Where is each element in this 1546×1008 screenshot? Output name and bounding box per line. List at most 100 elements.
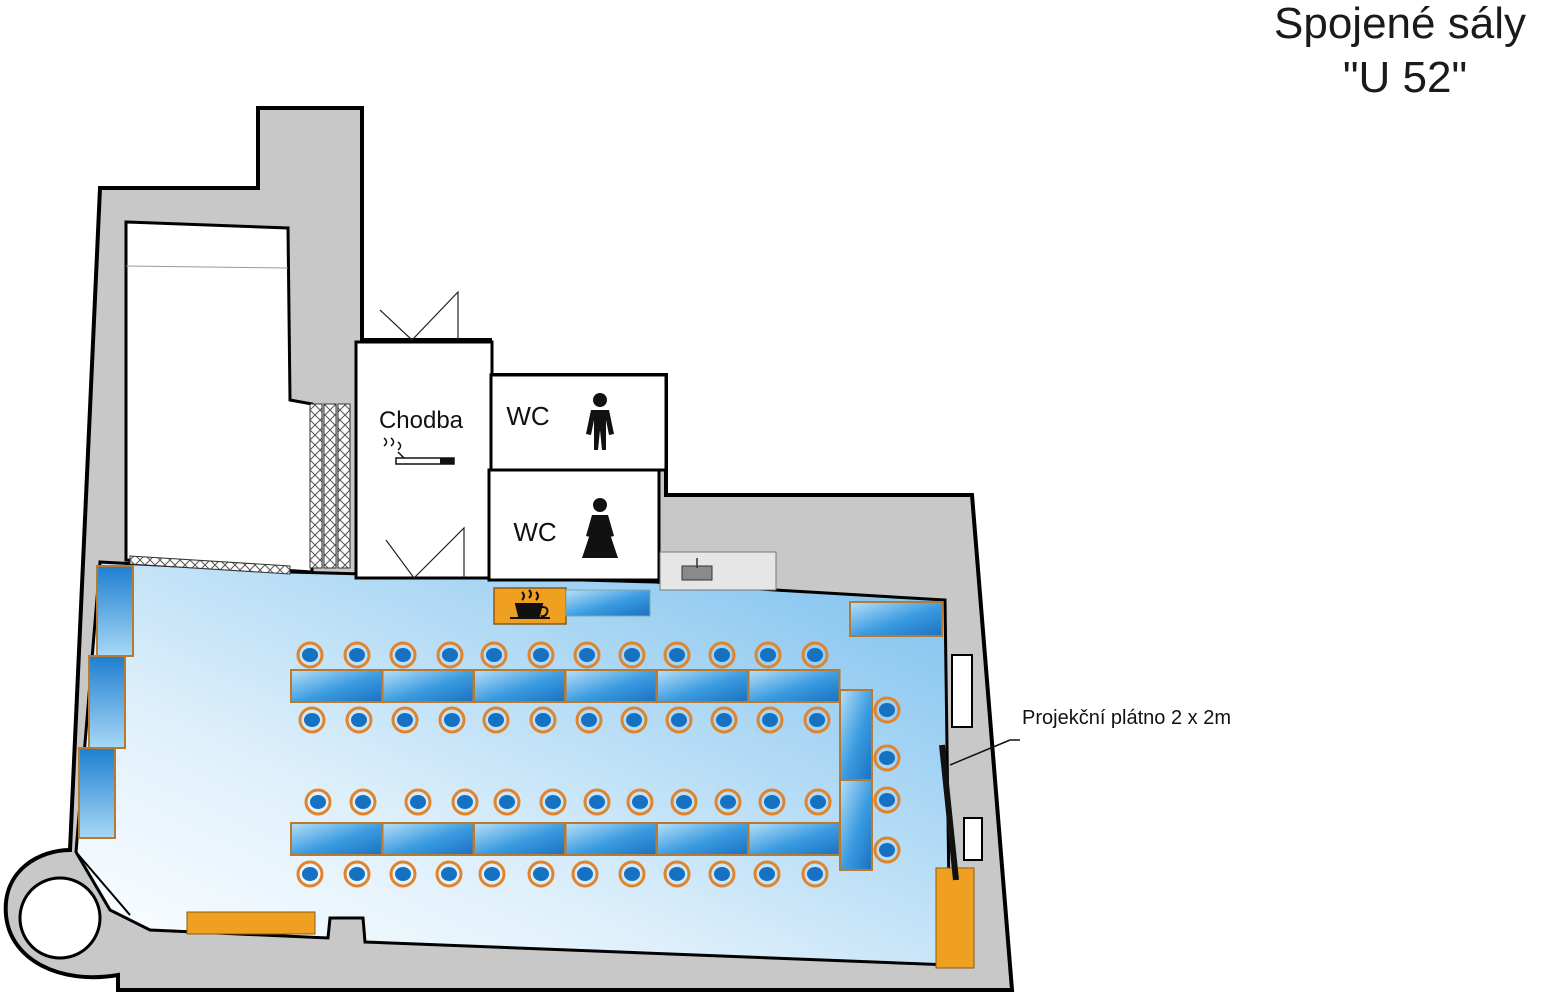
woman-icon — [582, 498, 618, 558]
chair — [389, 641, 417, 669]
bottom-door-swing — [385, 526, 465, 579]
window-right-2 — [963, 817, 983, 861]
wc-men-label: WC — [506, 401, 549, 431]
chair — [665, 706, 693, 734]
chair — [618, 641, 646, 669]
chair — [343, 860, 371, 888]
table-upper-row — [564, 669, 658, 703]
table-lower-row — [656, 822, 749, 856]
screen-label: Projekční plátno 2 x 2m — [1022, 707, 1231, 729]
table-upper-row — [473, 669, 566, 703]
chair — [873, 744, 901, 772]
truss-column-1 — [309, 403, 323, 569]
hall-divider-line — [125, 265, 289, 269]
table-upper-row — [290, 669, 383, 703]
chair — [573, 641, 601, 669]
chair — [571, 860, 599, 888]
chair — [527, 641, 555, 669]
side-table-right — [849, 601, 943, 637]
wc-women-label: WC — [513, 517, 556, 547]
title-line-2: "U 52" — [1343, 53, 1467, 102]
chair — [873, 696, 901, 724]
upper-hall — [124, 220, 314, 574]
chair — [304, 788, 332, 816]
chair — [873, 836, 901, 864]
table-upper-row — [747, 669, 841, 703]
title-line-1: Spojené sály — [1274, 0, 1526, 48]
smoking-icon — [383, 437, 455, 465]
chair — [714, 788, 742, 816]
chair — [583, 788, 611, 816]
serving-table — [565, 589, 651, 617]
chair — [620, 706, 648, 734]
chair — [758, 788, 786, 816]
truss-column-2 — [323, 403, 337, 569]
table-right-column — [839, 689, 873, 781]
screen-leader-line — [949, 739, 1011, 766]
chair — [404, 788, 432, 816]
chair — [482, 706, 510, 734]
chair — [478, 860, 506, 888]
chair — [349, 788, 377, 816]
chair — [663, 641, 691, 669]
bench-bottom — [186, 911, 316, 935]
conference-seating — [290, 641, 901, 888]
side-table-left-1 — [96, 565, 134, 657]
tower-door-line — [75, 851, 131, 916]
chair — [436, 641, 464, 669]
chair — [435, 860, 463, 888]
chair — [670, 788, 698, 816]
side-table-left-2 — [88, 655, 126, 749]
chair — [801, 641, 829, 669]
table-lower-row — [473, 822, 566, 856]
chair — [493, 788, 521, 816]
chair — [756, 706, 784, 734]
chair — [708, 641, 736, 669]
corridor-label: Chodba — [379, 407, 464, 434]
chair — [438, 706, 466, 734]
truss-column-3 — [337, 403, 351, 569]
chair — [451, 788, 479, 816]
chair — [708, 860, 736, 888]
chair — [527, 860, 555, 888]
chair — [710, 706, 738, 734]
side-table-left-3 — [78, 747, 116, 839]
bar-counter-area — [659, 551, 777, 591]
chair — [663, 860, 691, 888]
coffee-cup-icon — [510, 589, 550, 619]
projection-screen — [939, 744, 959, 881]
table-lower-row — [747, 822, 841, 856]
table-lower-row — [381, 822, 475, 856]
chair — [753, 860, 781, 888]
chair — [801, 860, 829, 888]
chair — [803, 706, 831, 734]
chair — [345, 706, 373, 734]
table-upper-row — [656, 669, 749, 703]
table-right-column — [839, 779, 873, 871]
chair — [480, 641, 508, 669]
chair — [389, 860, 417, 888]
chair — [343, 641, 371, 669]
table-lower-row — [564, 822, 658, 856]
chair — [529, 706, 557, 734]
man-icon — [586, 393, 614, 450]
bench-corner — [935, 867, 975, 969]
chair — [575, 706, 603, 734]
chair — [626, 788, 654, 816]
sink-unit — [681, 565, 713, 581]
chair — [754, 641, 782, 669]
chair — [539, 788, 567, 816]
chair — [296, 641, 324, 669]
window-right-1 — [951, 654, 973, 728]
wc-women-room — [487, 468, 661, 582]
top-door-swing — [379, 290, 459, 341]
chair — [873, 786, 901, 814]
round-tower-room — [18, 876, 102, 960]
table-lower-row — [290, 822, 383, 856]
table-upper-row — [381, 669, 475, 703]
chair — [296, 860, 324, 888]
chair — [298, 706, 326, 734]
chair — [804, 788, 832, 816]
truss-beam — [129, 555, 291, 575]
